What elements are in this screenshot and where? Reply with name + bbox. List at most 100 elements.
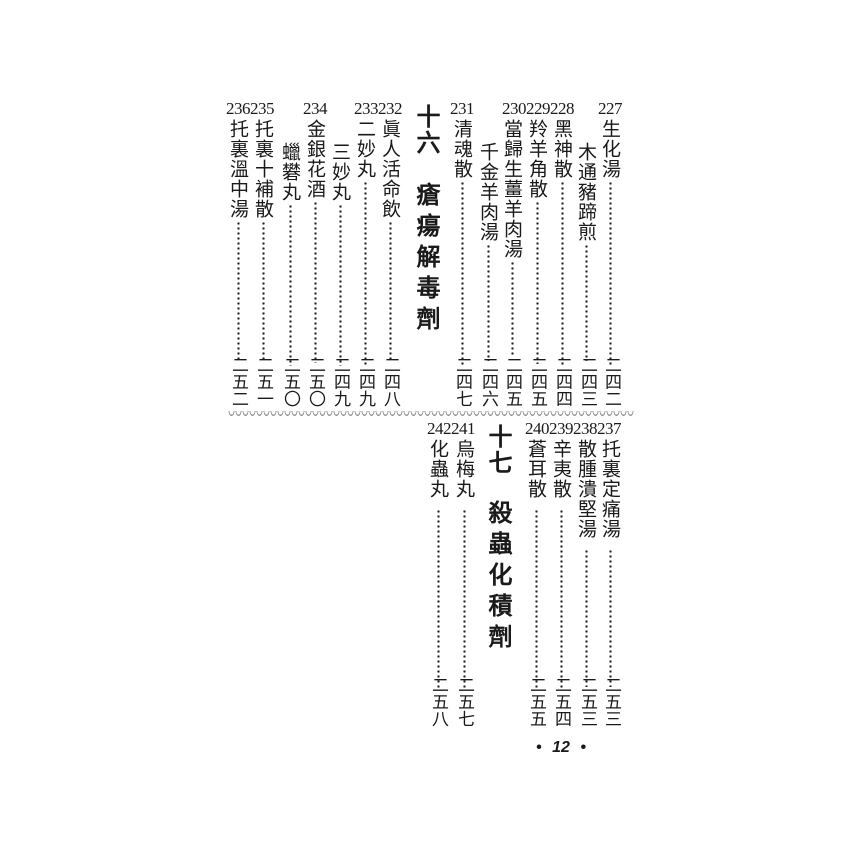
wavy-divider bbox=[228, 411, 634, 417]
entry-title: 辛夷散 bbox=[550, 439, 572, 499]
toc-entry[interactable]: 金銀花酒 bbox=[304, 119, 326, 363]
dot-leader bbox=[363, 181, 367, 366]
page-folio: • 12 • bbox=[536, 739, 586, 757]
toc-entry[interactable]: 眞人活命飲 bbox=[379, 119, 401, 361]
toc-entry[interactable]: 三妙丸 bbox=[329, 142, 351, 366]
entry-number-group: 242241 bbox=[427, 419, 476, 438]
toc-entry[interactable]: 蠟礬丸 bbox=[279, 142, 301, 366]
entry-title: 金銀花酒 bbox=[304, 119, 326, 199]
dot-leader bbox=[236, 221, 240, 361]
page-ref: 二四五 bbox=[527, 356, 547, 407]
page-ref: 二五七 bbox=[454, 676, 474, 727]
entry-number: 230 bbox=[502, 99, 527, 118]
page-ref: 二五〇 bbox=[305, 356, 325, 407]
entry-title: 羚羊角散 bbox=[526, 119, 548, 199]
toc-entry[interactable]: 烏梅丸 bbox=[453, 439, 475, 689]
entry-title: 生化湯 bbox=[599, 119, 621, 179]
entry-title: 黑神散 bbox=[551, 119, 573, 179]
page-ref: 二五三 bbox=[601, 676, 621, 727]
page-ref: 二四七 bbox=[452, 356, 472, 407]
entry-number: 237 bbox=[597, 419, 622, 438]
page-ref: 二四六 bbox=[478, 356, 498, 407]
entry-title: 蒼耳散 bbox=[525, 439, 547, 499]
dot-leader bbox=[313, 201, 317, 363]
page-ref: 二四二 bbox=[601, 356, 621, 407]
entry-number: 233 bbox=[354, 99, 379, 118]
toc-entry[interactable]: 托裏定痛湯 bbox=[599, 439, 621, 687]
toc-entry[interactable]: 二妙丸 bbox=[354, 119, 376, 366]
toc-entry[interactable]: 當歸生薑羊肉湯 bbox=[501, 119, 523, 357]
dot-leader bbox=[462, 509, 466, 689]
toc-entry[interactable]: 生化湯 bbox=[599, 119, 621, 366]
entry-title: 化蟲丸 bbox=[427, 439, 449, 499]
dot-leader bbox=[608, 181, 612, 366]
page-ref: 二五二 bbox=[228, 356, 248, 407]
entry-number: 229 bbox=[526, 99, 551, 118]
entry-title: 當歸生薑羊肉湯 bbox=[501, 119, 523, 259]
page-ref: 二五八 bbox=[428, 676, 448, 727]
entry-title: 烏梅丸 bbox=[453, 439, 475, 499]
page-ref: 二五三 bbox=[577, 676, 597, 727]
folio-dot-left: • bbox=[536, 739, 542, 756]
entry-number-group: 233232 bbox=[354, 99, 403, 118]
folio-dot-right: • bbox=[580, 739, 586, 756]
entry-title: 托裏十補散 bbox=[252, 119, 274, 219]
entry-title: 蠟礬丸 bbox=[279, 142, 301, 202]
toc-entry[interactable]: 羚羊角散 bbox=[526, 119, 548, 364]
entry-number: 232 bbox=[378, 99, 403, 118]
dot-leader bbox=[608, 549, 612, 687]
entry-number-group: 240239238237 bbox=[525, 419, 622, 438]
section-number: 十七 bbox=[484, 424, 513, 476]
entry-number: 227 bbox=[598, 99, 623, 118]
page-ref: 二五〇 bbox=[280, 356, 300, 407]
entry-number: 239 bbox=[549, 419, 574, 438]
entry-number: 234 bbox=[303, 99, 328, 118]
dot-leader bbox=[534, 509, 538, 689]
page-ref: 二四九 bbox=[355, 356, 375, 407]
dot-leader bbox=[460, 181, 464, 366]
entry-title: 清魂散 bbox=[451, 119, 473, 179]
entry-number: 240 bbox=[525, 419, 550, 438]
toc-entry[interactable]: 托裏十補散 bbox=[252, 119, 274, 361]
dot-leader bbox=[261, 221, 265, 361]
section-title[interactable]: 瘡瘍解毒劑 bbox=[412, 182, 441, 337]
toc-entry[interactable]: 辛夷散 bbox=[550, 439, 572, 689]
dot-leader bbox=[559, 509, 563, 689]
page-number: 12 bbox=[552, 739, 570, 756]
toc-entry[interactable]: 清魂散 bbox=[451, 119, 473, 366]
toc-entry[interactable]: 散腫潰堅湯 bbox=[575, 439, 597, 687]
section-title[interactable]: 殺蟲化積劑 bbox=[484, 500, 513, 655]
dot-leader bbox=[584, 244, 588, 361]
toc-entry[interactable]: 千金羊肉湯 bbox=[477, 142, 499, 361]
section-number: 十六 bbox=[412, 104, 441, 156]
dot-leader bbox=[288, 204, 292, 366]
page-ref: 二四五 bbox=[502, 356, 522, 407]
page-ref: 二四四 bbox=[552, 356, 572, 407]
dot-leader bbox=[584, 549, 588, 687]
entry-title: 木通豬蹄煎 bbox=[575, 142, 597, 242]
entry-number: 242 bbox=[427, 419, 452, 438]
dot-leader bbox=[436, 509, 440, 689]
dot-leader bbox=[388, 221, 392, 361]
entry-number: 238 bbox=[573, 419, 598, 438]
entry-title: 三妙丸 bbox=[329, 142, 351, 202]
entry-number-group: 230229228 bbox=[502, 99, 575, 118]
entry-title: 千金羊肉湯 bbox=[477, 142, 499, 242]
toc-entry[interactable]: 托裏溫中湯 bbox=[227, 119, 249, 361]
page-ref: 二五一 bbox=[253, 356, 273, 407]
entry-title: 散腫潰堅湯 bbox=[575, 439, 597, 539]
dot-leader bbox=[510, 261, 514, 357]
page-ref: 二四八 bbox=[380, 356, 400, 407]
entry-number-group: 236235 bbox=[226, 99, 275, 118]
page-ref: 二四九 bbox=[330, 356, 350, 407]
toc-entry[interactable]: 木通豬蹄煎 bbox=[575, 142, 597, 361]
toc-entry[interactable]: 黑神散 bbox=[551, 119, 573, 366]
toc-entry[interactable]: 蒼耳散 bbox=[525, 439, 547, 689]
entry-number: 231 bbox=[450, 99, 475, 118]
dot-leader bbox=[338, 204, 342, 366]
toc-entry[interactable]: 化蟲丸 bbox=[427, 439, 449, 689]
page-ref: 二五四 bbox=[551, 676, 571, 727]
entry-number: 235 bbox=[250, 99, 275, 118]
page-ref: 二四三 bbox=[577, 356, 597, 407]
